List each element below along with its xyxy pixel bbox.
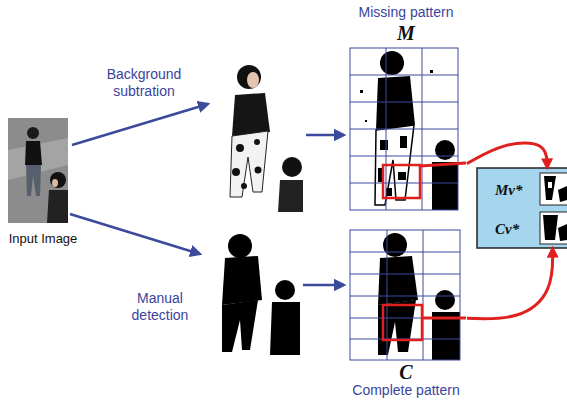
pattern-spot — [400, 136, 407, 148]
patch-shape — [544, 176, 556, 200]
red-leader — [422, 317, 466, 320]
silhouette-legs — [222, 300, 258, 352]
patch-panel — [477, 168, 567, 248]
process-arrow — [72, 104, 208, 145]
grid-ground — [350, 48, 458, 210]
patch-thumb — [540, 173, 567, 205]
grid-ground — [350, 230, 460, 360]
pattern-spot — [255, 167, 262, 174]
patch-thumb — [540, 212, 567, 244]
pattern-spot — [254, 139, 260, 145]
silhouette-head — [435, 140, 455, 160]
subtraction-photo — [215, 58, 303, 212]
patch-arrow — [467, 248, 553, 319]
photo-ground — [205, 228, 300, 355]
patch-arrow — [467, 143, 547, 168]
person-legs — [26, 165, 41, 196]
manual-photo — [205, 228, 300, 355]
image-caption: Input Image — [9, 232, 78, 247]
grid-lines — [350, 230, 460, 360]
process-arrow — [70, 214, 200, 254]
person-face — [52, 179, 58, 187]
patch-symbol: Mv* — [495, 182, 523, 199]
person-torso — [25, 141, 42, 165]
person-face — [247, 72, 259, 88]
patch-shape — [558, 186, 567, 202]
patch-pair-box: Mv* Cv* — [477, 168, 567, 248]
silhouette-head — [435, 290, 455, 310]
patch-shape — [543, 215, 558, 240]
pattern-heading: Complete pattern — [352, 382, 459, 398]
complete-pattern-grid: CComplete pattern — [345, 226, 467, 400]
silhouette-torso — [378, 256, 418, 305]
pattern-spot — [236, 144, 244, 152]
process-arrow — [303, 284, 344, 287]
panel-ground — [477, 168, 567, 248]
patch-symbol: Cv* — [495, 221, 519, 238]
silhouette-head — [380, 51, 404, 75]
pattern-spot — [232, 168, 240, 176]
process-arrows — [70, 104, 344, 285]
matrix-symbol: M — [397, 22, 415, 45]
input-photo — [8, 118, 68, 223]
pattern-spot — [241, 183, 247, 189]
person-torso — [232, 93, 270, 136]
pattern-spot — [386, 188, 392, 196]
step-label: Manual detection — [118, 290, 202, 324]
photo-ground — [8, 118, 68, 223]
patch-shape — [558, 224, 567, 241]
pattern-heading: Missing pattern — [359, 4, 454, 20]
pattern-spot — [380, 140, 388, 150]
silhouette-torso — [270, 302, 300, 355]
silhouette-torso — [376, 76, 415, 130]
missing-grid — [350, 48, 466, 210]
selected-patch — [383, 305, 422, 340]
pattern-spot — [398, 172, 406, 180]
matrix-symbol: C — [399, 361, 412, 384]
patch-gap — [548, 182, 552, 188]
person-head — [27, 127, 39, 139]
selected-patch — [383, 165, 420, 198]
pattern-spot — [430, 70, 433, 73]
pattern-spot — [365, 120, 367, 122]
pattern-spot — [360, 90, 363, 93]
person-legs — [230, 131, 268, 197]
step-label: Background subtration — [92, 66, 196, 100]
missing-pattern-grid: Missing patternM — [345, 4, 467, 214]
process-arrow — [306, 134, 344, 137]
silhouette-head — [275, 280, 295, 300]
photo-ground — [215, 58, 303, 212]
silhouette-head — [228, 234, 252, 258]
person-head — [237, 65, 261, 89]
input-image: Input Image — [3, 115, 83, 250]
person-torso — [278, 180, 303, 212]
person-torso — [47, 190, 68, 223]
complete-grid — [350, 230, 466, 360]
silhouette-torso — [432, 162, 458, 210]
grid-lines — [350, 48, 458, 210]
person-head — [282, 157, 302, 177]
red-leader — [420, 163, 466, 166]
silhouette-torso — [222, 256, 262, 305]
person-head — [50, 172, 66, 188]
